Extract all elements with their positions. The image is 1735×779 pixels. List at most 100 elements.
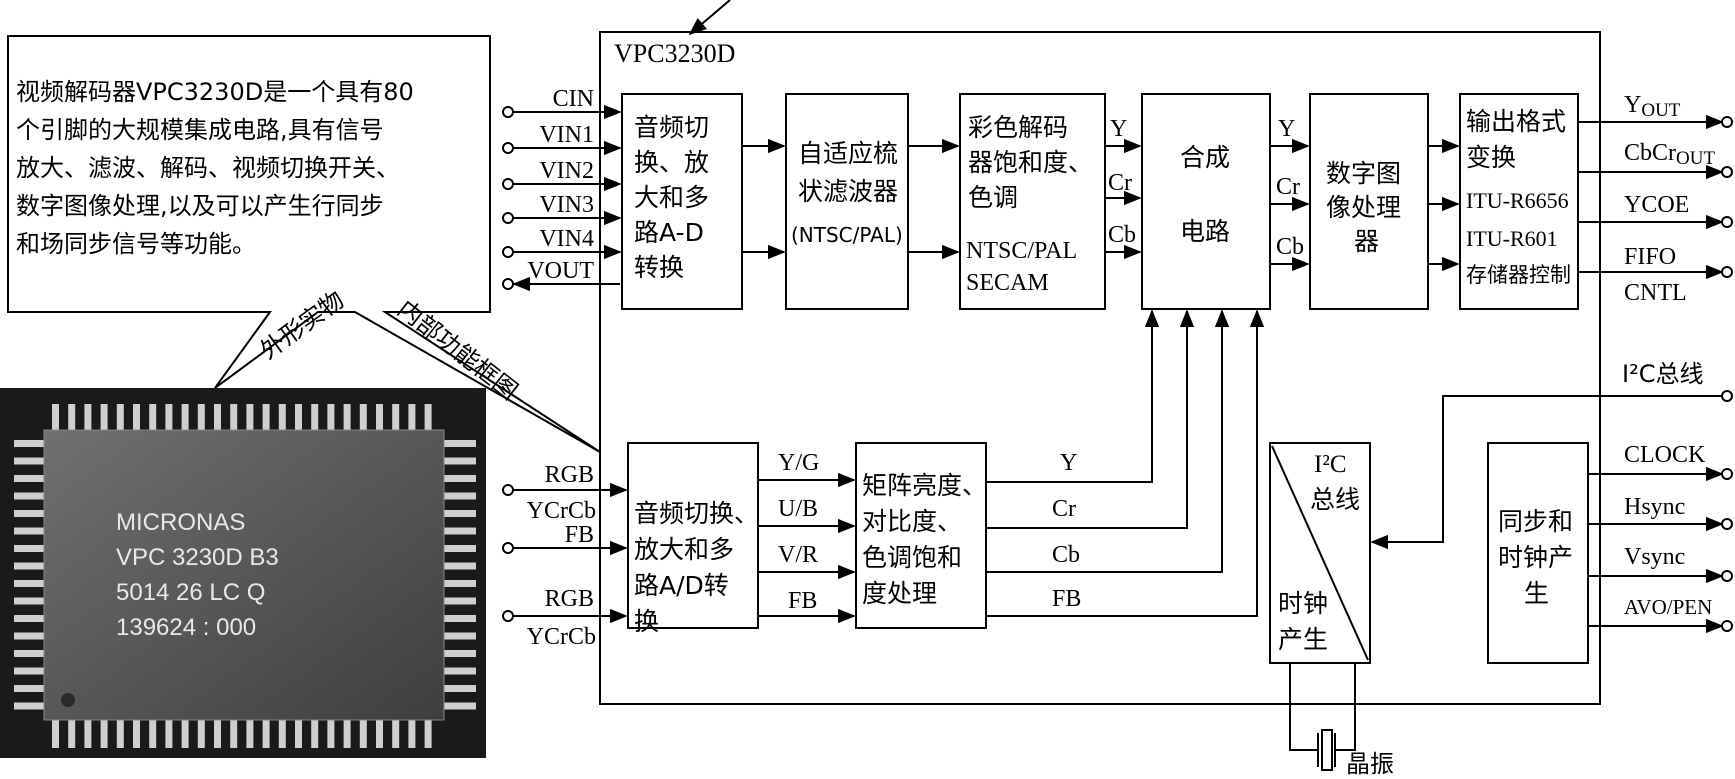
- crystal-circuit: [1289, 663, 1356, 771]
- block-image-processor: [1309, 93, 1429, 310]
- output-format-line-3: ITU-R6656: [1466, 188, 1569, 213]
- synthesis-line-1: 合成: [1180, 143, 1230, 172]
- clock-gen-line-1: 时钟: [1278, 589, 1328, 618]
- matrix-line-3: 色调饱和: [862, 543, 962, 572]
- synth-out-cr: Cr: [1276, 174, 1300, 200]
- output-i2c: I²C总线: [1622, 360, 1703, 388]
- clock-gen-line-2: 产生: [1278, 625, 1328, 654]
- output-fifo: FIFO: [1624, 244, 1676, 270]
- comb-filter-line-2: 状滤波器: [798, 177, 898, 206]
- output-clock: CLOCK: [1624, 442, 1706, 468]
- output-format-line-4: ITU-R601: [1466, 226, 1558, 251]
- callout-text: 视频解码器VPC3230D是一个具有80 个引脚的大规模集成电路,具有信号 放大…: [16, 78, 414, 258]
- image-processor-line-3: 器: [1354, 227, 1379, 256]
- matrix-out-y: Y: [1060, 450, 1077, 476]
- block-output-format: [1459, 93, 1579, 310]
- photo-line-3: 5014 26 LC Q: [116, 579, 265, 606]
- audio-switch2-line-2: 放大和多: [634, 535, 734, 564]
- output-yout: YOUT: [1624, 92, 1681, 121]
- input-rgb-1: RGB: [545, 462, 594, 488]
- i2c-clock-divider: [1271, 445, 1369, 661]
- block-audio-switch2: [627, 442, 759, 629]
- audio-switch-line-2: 换、放: [634, 148, 709, 177]
- color-decoder-line-3: 色调: [968, 183, 1018, 212]
- audio2-out-vr: V/R: [778, 542, 818, 568]
- output-format-line-2: 变换: [1466, 143, 1516, 172]
- color-decoder-line-2: 器饱和度、: [968, 148, 1093, 177]
- audio-switch2-line-1: 音频切换、: [634, 499, 759, 528]
- input-vout: VOUT: [527, 258, 594, 284]
- sync-clock-line-2: 时钟产: [1498, 543, 1573, 572]
- synth-out-cb: Cb: [1276, 234, 1304, 260]
- top-row-arrows: [742, 138, 1460, 272]
- audio-switch-line-5: 转换: [634, 253, 684, 282]
- block-synthesis: [1141, 93, 1271, 310]
- matrix-synthesis-arrows: [986, 309, 1265, 617]
- input-ycrcb-2: YCrCb: [527, 624, 596, 650]
- output-format-line-5: 存储器控制: [1466, 263, 1571, 287]
- comb-filter-line-1: 自适应梳: [798, 139, 898, 168]
- matrix-out-cb: Cb: [1052, 542, 1080, 568]
- callout-line-4: 数字图像处理,以及可以产生行同步: [16, 192, 384, 220]
- output-cbcrout: CbCrOUT: [1624, 140, 1715, 169]
- output-format-line-1: 输出格式: [1466, 107, 1566, 136]
- callout-line-2: 个引脚的大规模集成电路,具有信号: [16, 116, 384, 144]
- output-cntl: CNTL: [1624, 280, 1687, 306]
- block-i2c-clock: [1269, 442, 1371, 664]
- i2c-bus-label: 总线: [1310, 485, 1360, 514]
- audio-switch-line-4: 路A-D: [634, 218, 704, 247]
- input-fb: FB: [565, 522, 594, 548]
- sync-clock-line-3: 生: [1524, 579, 1549, 608]
- block-comb-filter: [785, 93, 909, 310]
- photo-line-2: VPC 3230D B3: [116, 544, 279, 571]
- audio-switch-line-3: 大和多: [634, 183, 709, 212]
- decoder-out-y: Y: [1110, 116, 1127, 142]
- matrix-line-4: 度处理: [862, 579, 937, 608]
- chip-label: VPC3230D: [614, 39, 735, 68]
- image-processor-line-2: 像处理: [1326, 193, 1401, 222]
- chip-pointer-line: [688, 0, 731, 36]
- audio2-out-fb: FB: [788, 588, 817, 614]
- decoder-out-cr: Cr: [1108, 170, 1132, 196]
- callout-line-1: 视频解码器VPC3230D是一个具有80: [16, 78, 414, 106]
- chip-outline: [599, 31, 1601, 705]
- synthesis-line-2: 电路: [1180, 217, 1230, 246]
- input-vin3: VIN3: [539, 192, 594, 218]
- input-vin4: VIN4: [539, 226, 594, 252]
- audio2-out-yg: Y/G: [778, 450, 819, 476]
- callout-line-5: 和场同步信号等功能。: [16, 230, 256, 258]
- chip-photo: MICRONAS VPC 3230D B3 5014 26 LC Q 13962…: [0, 388, 486, 758]
- audio-switch2-line-4: 换: [634, 607, 659, 636]
- output-vsync: Vsync: [1624, 544, 1685, 570]
- left-bottom-arrows: [512, 482, 628, 624]
- i2c-bus-line: [1370, 395, 1722, 550]
- photo-line-1: MICRONAS: [116, 509, 245, 536]
- matrix-out-cr: Cr: [1052, 496, 1076, 522]
- block-matrix: [855, 442, 987, 629]
- audio2-matrix-arrows: [758, 472, 856, 624]
- matrix-line-2: 对比度、: [862, 507, 962, 536]
- block-color-decoder: [959, 93, 1106, 310]
- matrix-line-1: 矩阵亮度、: [862, 471, 987, 500]
- audio-switch-line-1: 音频切: [634, 113, 709, 142]
- comb-filter-line-3: (NTSC/PAL): [791, 223, 903, 247]
- color-decoder-line-5: SECAM: [966, 270, 1049, 296]
- block-sync-clock: [1487, 442, 1589, 664]
- color-decoder-line-4: NTSC/PAL: [966, 238, 1077, 264]
- decoder-out-cb: Cb: [1108, 222, 1136, 248]
- input-cin: CIN: [553, 86, 594, 112]
- photo-line-4: 139624 : 000: [116, 614, 256, 641]
- output-hsync: Hsync: [1624, 494, 1685, 520]
- right-top-outputs: [1578, 114, 1724, 280]
- callout-line-3: 放大、滤波、解码、视频切换开关、: [16, 154, 400, 182]
- synth-out-y: Y: [1278, 116, 1295, 142]
- i2c-label: I²C: [1314, 451, 1347, 478]
- callout-bubble: [7, 35, 601, 453]
- input-vin2: VIN2: [539, 158, 594, 184]
- audio2-out-ub: U/B: [778, 496, 818, 522]
- image-processor-line-1: 数字图: [1326, 159, 1401, 188]
- output-avopen: AVO/PEN: [1624, 595, 1712, 619]
- terminal-circles: [502, 106, 1733, 632]
- input-rgb-2: RGB: [545, 586, 594, 612]
